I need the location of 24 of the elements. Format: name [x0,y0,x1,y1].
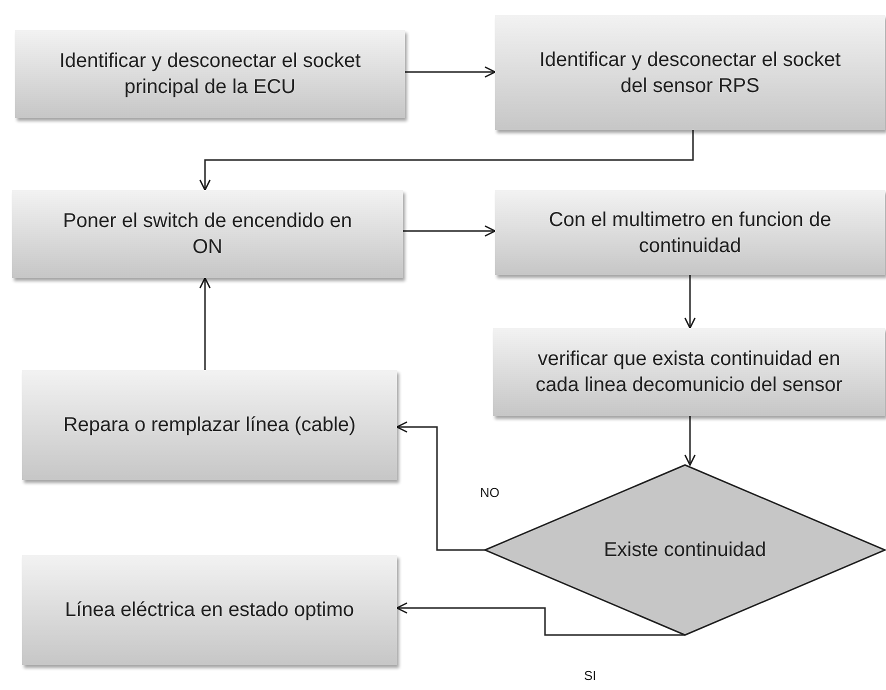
step-text: verificar que exista continuidad en cada linea decomunicio del sensor [534,347,844,398]
arrow [403,225,496,237]
step-text: Línea eléctrica en estado optimo [64,598,354,623]
process-box [493,328,885,416]
arrow [684,416,696,466]
arrow [199,277,211,370]
arrow [405,66,496,78]
process-box [495,15,885,130]
process-box [22,370,397,480]
arrow [684,275,696,329]
arrow [199,130,694,191]
process-box [22,555,397,665]
step-text: Identificar y desconectar el socket del sensor RPS [538,48,842,98]
step-text: Existe continuidad [604,538,766,563]
edge-label: SI [582,668,598,683]
step-text: Con el multimetro en funcion de continuidad [548,208,832,258]
arrow [396,421,485,551]
step-text: Poner el switch de encendido en ON [62,209,354,260]
step-text: Repara o remplazar línea (cable) [63,413,356,438]
process-box [15,30,405,118]
arrow [396,602,685,636]
process-box [495,190,885,275]
process-box [12,190,403,278]
step-text: Identificar y desconectar el socket principal de la ECU [58,49,362,100]
